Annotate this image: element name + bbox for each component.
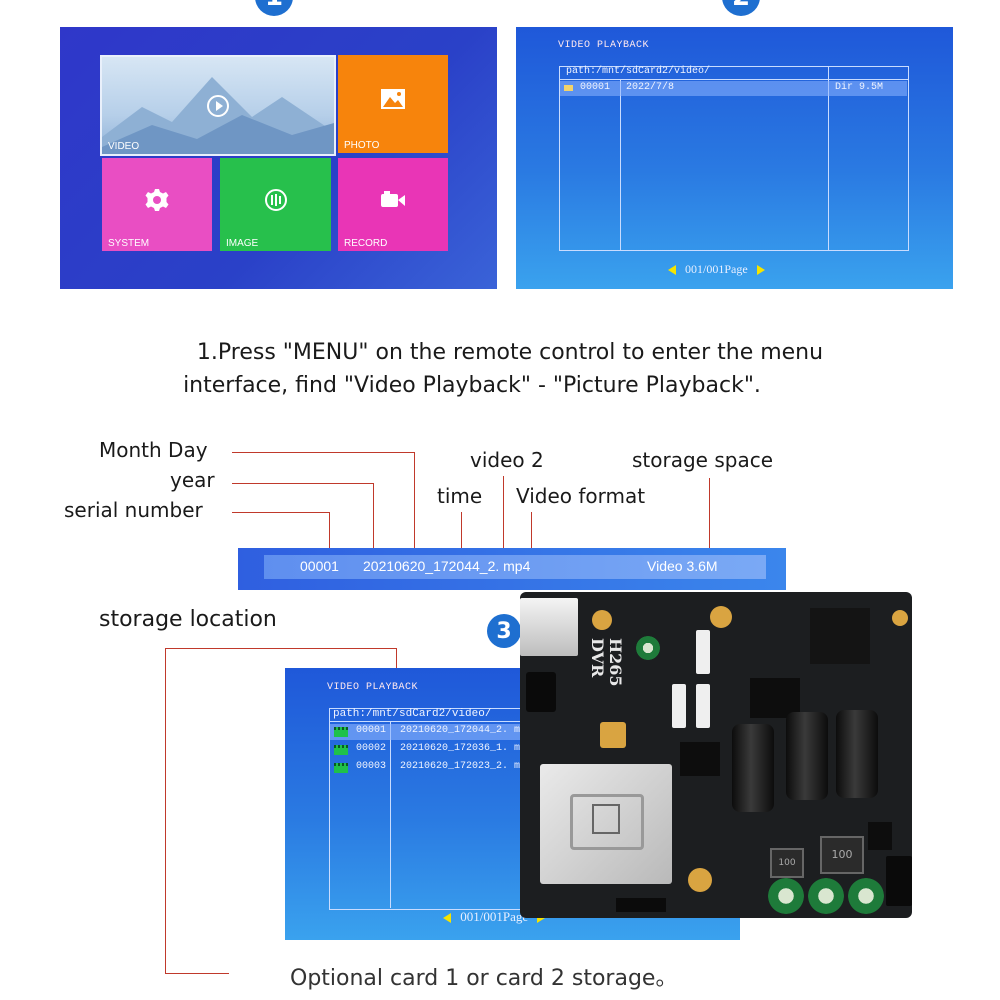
board-silkscreen: H265 DVR	[588, 638, 625, 687]
label-storage-location: storage location	[99, 607, 277, 632]
row-info: Dir 9.5M	[835, 82, 884, 93]
label-year: year	[170, 468, 215, 492]
row-1-serial: 00001	[356, 725, 387, 736]
record-tile[interactable]: RECORD	[338, 158, 448, 251]
pager-text: 001/001Page	[685, 262, 748, 276]
step-3-badge: 3	[487, 614, 521, 648]
leader-storage-location	[165, 648, 397, 649]
next-page-icon[interactable]	[756, 265, 765, 276]
clapperboard-icon	[334, 763, 348, 773]
image-tile-label: IMAGE	[226, 238, 259, 249]
sd-card-slot	[540, 764, 672, 884]
main-menu-screen: VIDEO PHOTO SYSTEM IMAGE RECORD	[60, 27, 497, 289]
row-date: 2022/7/8	[626, 82, 675, 93]
leader-format	[531, 512, 532, 548]
image-tile[interactable]: IMAGE	[220, 158, 331, 251]
pager-text-3: 001/001Page	[460, 909, 529, 924]
record-tile-label: RECORD	[344, 238, 388, 249]
video-playback-dir-screen: VIDEO PLAYBACK path:/mnt/sdCard2/video/ …	[516, 27, 953, 289]
label-video-2: video 2	[470, 448, 544, 472]
leader-video2	[503, 476, 504, 548]
video-tile[interactable]: VIDEO	[100, 55, 336, 156]
leader-year	[232, 483, 374, 484]
leader-month-day	[232, 452, 415, 453]
silkscreen-dvr: DVR	[588, 638, 607, 678]
namebar-info: Video 3.6M	[647, 558, 718, 574]
play-icon	[207, 94, 229, 117]
system-tile[interactable]: SYSTEM	[102, 158, 212, 251]
instruction-line-1: 1.Press "MENU" on the remote control to …	[196, 340, 824, 365]
row-2-name: 20210620_172036_1. mp4	[400, 743, 533, 754]
row-3-name: 20210620_172023_2. mp4	[400, 761, 533, 772]
dvr-circuit-board-image: H265 DVR 100 100	[520, 592, 912, 918]
row-3-serial: 00003	[356, 761, 387, 772]
clapperboard-icon	[334, 727, 348, 737]
namebar-serial: 00001	[300, 558, 339, 574]
row-1-name: 20210620_172044_2. mp4	[400, 725, 533, 736]
filename-example-bar: 00001 20210620_172044_2. mp4 Video 3.6M	[238, 548, 786, 590]
file-list-box	[559, 66, 909, 251]
equalizer-icon	[264, 188, 287, 211]
prev-page-icon[interactable]	[443, 913, 451, 924]
dc-power-jack	[886, 856, 912, 906]
file-row-selected[interactable]: 00001 2022/7/8 Dir 9.5M	[560, 81, 907, 96]
silkscreen-h265: H265	[606, 638, 625, 687]
row-serial: 00001	[580, 82, 611, 93]
leader-storage-space	[709, 478, 710, 548]
instruction-line-2: interface, find "Video Playback" - "Pict…	[183, 373, 761, 398]
file-row-1[interactable]: 00001 20210620_172044_2. mp4	[330, 724, 580, 740]
row-2-serial: 00002	[356, 743, 387, 754]
gear-icon	[145, 188, 169, 211]
leader-time	[461, 512, 462, 548]
inductor: 100	[770, 848, 804, 878]
next-page-icon[interactable]	[537, 913, 546, 924]
label-month-day: Month Day	[99, 438, 208, 462]
picture-icon	[381, 89, 405, 110]
system-tile-label: SYSTEM	[108, 238, 150, 249]
photo-tile[interactable]: PHOTO	[338, 55, 448, 153]
hdmi-connector	[520, 598, 578, 656]
clapperboard-icon	[334, 745, 348, 755]
playback-title-3: VIDEO PLAYBACK	[327, 682, 419, 693]
file-row-2[interactable]: 00002 20210620_172036_1. mp4	[330, 742, 580, 758]
inductor: 100	[820, 836, 864, 874]
pager: 001/001Page	[668, 262, 765, 277]
label-time: time	[437, 484, 483, 508]
camera-icon	[381, 190, 405, 207]
step-1-badge: 1	[255, 0, 293, 16]
leader-serial	[232, 512, 330, 513]
pager-3: 001/001Page	[443, 909, 546, 925]
label-video-format: Video format	[516, 484, 646, 508]
sd-card-logo-icon	[592, 804, 620, 834]
prev-page-icon[interactable]	[668, 265, 676, 276]
black-connector	[526, 672, 556, 712]
video-tile-label: VIDEO	[108, 141, 140, 152]
folder-icon	[564, 85, 573, 91]
path-text-3: path:/mnt/sdCard2/video/	[333, 708, 492, 720]
playback-title: VIDEO PLAYBACK	[558, 40, 650, 51]
namebar-filename: 20210620_172044_2. mp4	[363, 558, 531, 574]
file-row-3[interactable]: 00003 20210620_172023_2. mp4	[330, 760, 580, 776]
path-text: path:/mnt/sdCard2/video/	[566, 66, 711, 77]
label-optional-storage: Optional card 1 or card 2 storage。	[290, 966, 678, 991]
label-storage-space: storage space	[632, 448, 774, 472]
label-serial-number: serial number	[64, 498, 203, 522]
photo-tile-label: PHOTO	[344, 140, 380, 151]
step-2-badge: 2	[722, 0, 760, 16]
